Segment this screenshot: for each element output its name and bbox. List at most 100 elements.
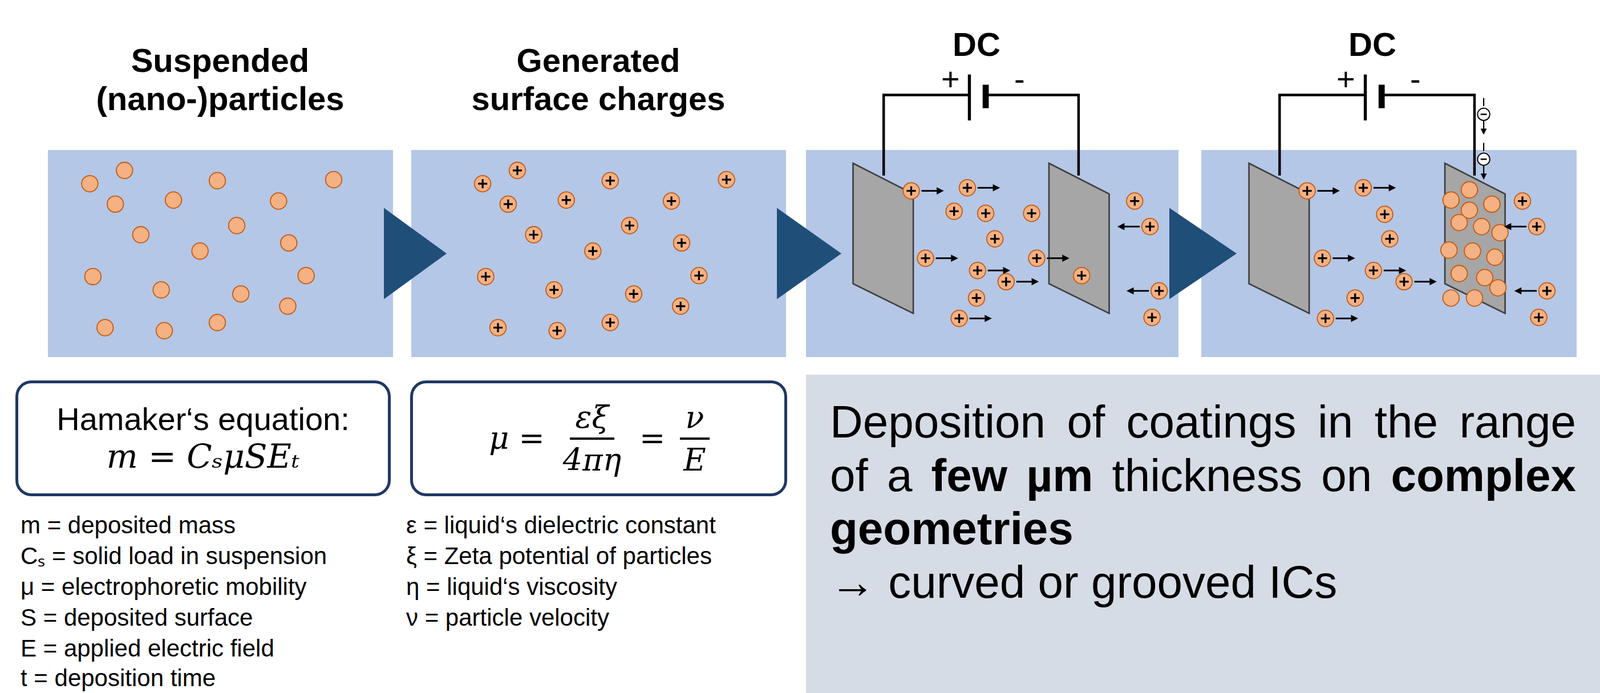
particle (1451, 265, 1468, 282)
charged-particle (1504, 218, 1546, 236)
particle (96, 319, 114, 336)
symbol-definition: η = liquid‘s viscosity (406, 573, 618, 601)
particle (209, 172, 226, 189)
symbol-definition: m = deposited mass (20, 512, 236, 539)
charged-particle (548, 322, 566, 339)
particle (228, 217, 246, 234)
charged-particle (1126, 282, 1168, 300)
charged-particle (1126, 192, 1144, 210)
symbol-definition: S = deposited surface (20, 604, 253, 631)
particle (1451, 214, 1468, 232)
process-panel: Generated surface charges (411, 150, 787, 358)
charged-particle (959, 179, 1001, 197)
electrode (1249, 163, 1310, 314)
particle (325, 171, 343, 189)
charged-particle (1514, 282, 1556, 300)
charged-particle (489, 319, 507, 336)
charged-particle (1530, 309, 1547, 326)
particle (1489, 279, 1507, 297)
equation-text: μ = (488, 420, 545, 457)
charged-particle (672, 298, 690, 315)
particle (1491, 224, 1509, 242)
charged-particle (1381, 230, 1399, 247)
symbol-definition: Cₛ = solid load in suspension (20, 543, 327, 570)
summary-text: thickness on (1112, 450, 1373, 501)
particle (152, 281, 170, 299)
charged-particle (1117, 218, 1159, 236)
charged-particle (1314, 249, 1356, 267)
fraction: νE (677, 399, 712, 479)
panel-heading: DC (919, 25, 1034, 64)
fraction-numerator: εξ (569, 399, 615, 440)
charged-particle (673, 235, 691, 252)
charged-particle (1376, 205, 1393, 223)
charged-particle (1346, 289, 1364, 307)
panel-heading: DC (1315, 25, 1430, 64)
equation-box: Hamaker‘s equation:m = CₛμSEₜ (15, 380, 391, 497)
electron (1477, 143, 1490, 180)
charged-particle (1365, 262, 1407, 279)
particle (1466, 289, 1484, 307)
charged-particle (718, 171, 735, 189)
fraction-denominator: 4πη (557, 439, 627, 479)
particle (1464, 242, 1481, 260)
electron (1477, 98, 1490, 135)
flow-chevron (383, 208, 447, 300)
battery-polarity: - (1410, 61, 1421, 97)
process-panel: Suspended (nano-)particles (47, 150, 394, 358)
fraction-denominator: E (677, 439, 712, 479)
dc-circuit (883, 74, 1079, 176)
summary-panel: Deposition of coatings in the range of a… (805, 374, 1600, 693)
charged-particle (474, 175, 492, 193)
particle (270, 192, 287, 210)
particle (1443, 191, 1460, 209)
equation-text: m = CₛμSEₜ (106, 437, 300, 476)
fraction: εξ4πη (557, 399, 627, 479)
symbol-definition: ξ = Zeta potential of particles (406, 543, 712, 570)
equation-box: μ = εξ4πη = νE (410, 380, 788, 497)
symbol-definition: ε = liquid‘s dielectric constant (406, 512, 716, 539)
particle (84, 268, 101, 286)
summary-text: few µm (931, 450, 1094, 501)
charged-particle (500, 196, 517, 213)
particle (156, 322, 173, 339)
charged-particle (584, 242, 602, 260)
particle (132, 226, 150, 243)
charged-particle (558, 191, 575, 209)
panel-heading: Generated surface charges (461, 41, 736, 118)
process-panel: DC (805, 150, 1179, 358)
charged-particle (601, 172, 619, 189)
charged-particle (690, 267, 708, 285)
electrode (1444, 163, 1506, 314)
charged-particle (902, 182, 945, 200)
equation-heading: Hamaker‘s equation: (56, 400, 350, 438)
particle (279, 298, 297, 315)
charged-particle (1317, 310, 1359, 327)
charged-particle (986, 230, 1004, 247)
equation-text: = (639, 420, 666, 457)
battery-polarity: + (941, 61, 960, 97)
fraction-numerator: ν (679, 399, 711, 440)
particle (209, 314, 226, 331)
charged-particle (1395, 273, 1437, 291)
battery-polarity: - (1014, 61, 1026, 97)
flow-chevron (776, 208, 842, 300)
charged-particle (950, 310, 992, 327)
particle (1443, 289, 1460, 307)
panel-heading: Suspended (nano-)particles (83, 41, 358, 118)
particle (1440, 241, 1458, 259)
charged-particle (917, 249, 959, 267)
particle (116, 162, 133, 180)
particle (1473, 218, 1490, 236)
charged-particle (621, 217, 638, 234)
charged-particle (969, 262, 1011, 279)
charged-particle (1514, 192, 1531, 210)
charged-particle (525, 226, 542, 243)
dc-circuit (1279, 74, 1475, 176)
particle (191, 242, 209, 260)
charged-particle (968, 289, 986, 307)
particle (165, 191, 182, 209)
particle (1461, 201, 1478, 219)
charged-particle (1028, 249, 1070, 267)
